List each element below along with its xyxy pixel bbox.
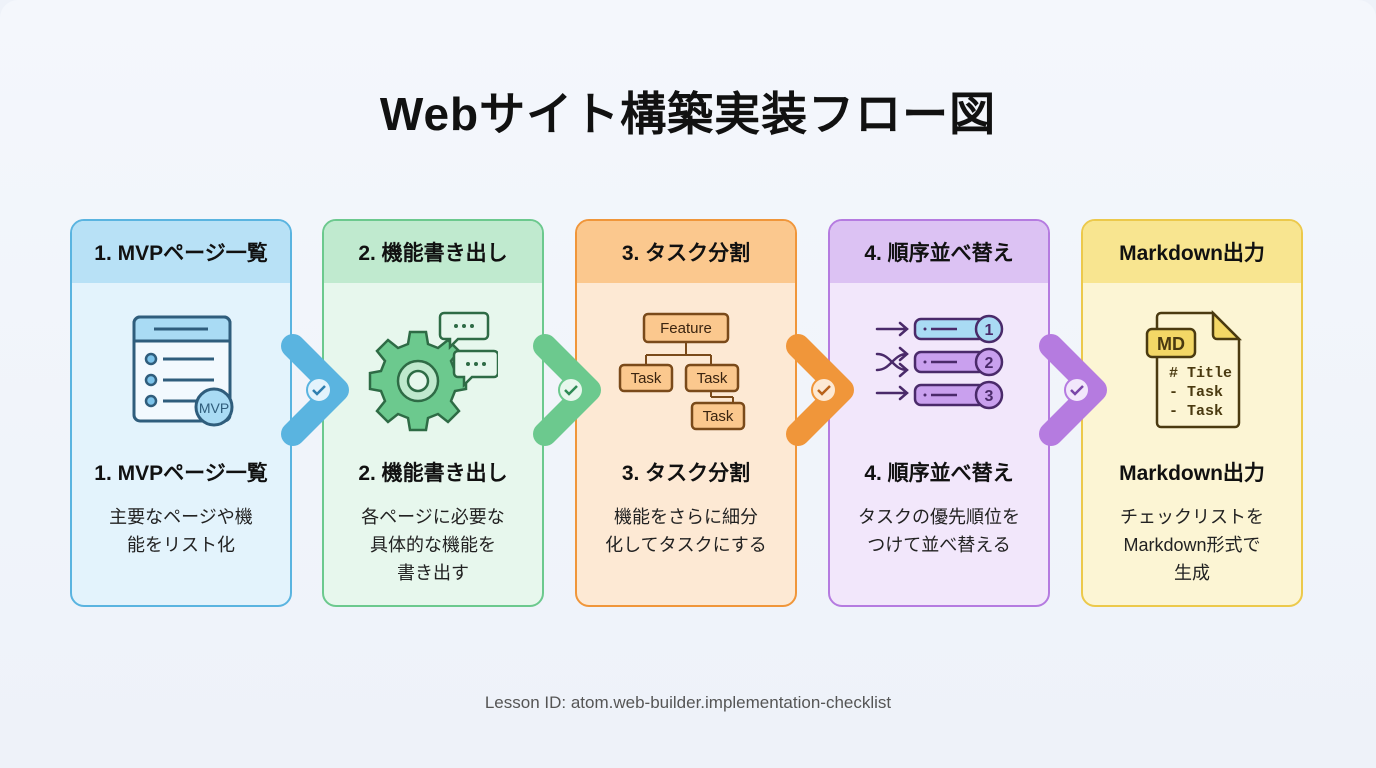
step-description: 主要なページや機 能をリスト化 [86, 503, 276, 559]
step-description: チェックリストを Markdown形式で 生成 [1097, 503, 1287, 587]
step-header: 4. 順序並べ替え [830, 221, 1048, 283]
step-title: Markdown出力 [1119, 462, 1265, 485]
step-title: 4. 順序並べ替え [864, 462, 1014, 485]
doc-line: # Title [1169, 365, 1232, 382]
step-header: 3. タスク分割 [577, 221, 795, 283]
step-description: 機能をさらに細分 化してタスクにする [591, 503, 781, 559]
gear-chat-icon [324, 309, 542, 439]
desc-line: 各ページに必要な [361, 507, 505, 527]
page-title: Webサイト構築実装フロー図 [379, 88, 997, 140]
order-number: 3 [985, 388, 994, 405]
step-header: Markdown出力 [1083, 221, 1301, 283]
step-card-mvp-pages: 1. MVPページ一覧 MVP 1. MVPページ一覧 主要なページや機 能をリ… [70, 219, 292, 607]
doc-line: - Task [1169, 403, 1223, 420]
step-title: 1. MVPページ一覧 [94, 462, 268, 485]
lesson-id: Lesson ID: atom.web-builder.implementati… [484, 693, 892, 712]
desc-line: 書き出す [397, 563, 469, 583]
step-description: 各ページに必要な 具体的な機能を 書き出す [338, 503, 528, 587]
markdown-file-icon: MD # Title - Task - Task [1083, 309, 1301, 439]
mvp-badge: MVP [199, 400, 229, 416]
chevron-check-arrow-icon [786, 334, 854, 446]
chevron-check-arrow-icon [1039, 334, 1107, 446]
step-card-markdown: Markdown出力 MD # Title - Task - Task Mark… [1081, 219, 1303, 607]
doc-line: - Task [1169, 384, 1223, 401]
desc-line: 具体的な機能を [370, 535, 496, 555]
desc-line: チェックリストを [1120, 507, 1264, 527]
tree-task-label: Task [631, 370, 662, 387]
desc-line: Markdown形式で [1123, 535, 1261, 555]
page-list-icon: MVP [72, 309, 290, 439]
desc-line: 生成 [1174, 563, 1210, 583]
desc-line: つけて並べ替える [867, 535, 1011, 555]
step-title: 2. 機能書き出し [358, 462, 508, 485]
step-card-task-split: 3. タスク分割 Feature Task Task [575, 219, 797, 607]
step-header: 1. MVPページ一覧 [72, 221, 290, 283]
tree-task-label: Task [703, 408, 734, 425]
md-badge: MD [1157, 334, 1185, 354]
task-tree-icon: Feature Task Task Task [577, 309, 795, 439]
desc-line: タスクの優先順位を [858, 507, 1020, 527]
step-description: タスクの優先順位を つけて並べ替える [844, 503, 1034, 559]
desc-line: 能をリスト化 [127, 535, 235, 555]
order-number: 1 [985, 322, 994, 339]
desc-line: 主要なページや機 [109, 507, 253, 527]
desc-line: 化してタスクにする [605, 535, 767, 555]
reorder-list-icon: 1 2 3 [830, 309, 1048, 439]
chevron-check-arrow-icon [533, 334, 601, 446]
desc-line: 機能をさらに細分 [614, 507, 758, 527]
chevron-check-arrow-icon [281, 334, 349, 446]
step-card-features: 2. 機能書き出し 2. 機能書き出し 各ページに必要な 具体的な機能を 書き出… [322, 219, 544, 607]
order-number: 2 [985, 355, 994, 372]
tree-task-label: Task [697, 370, 728, 387]
step-title: 3. タスク分割 [621, 462, 751, 485]
step-header: 2. 機能書き出し [324, 221, 542, 283]
tree-root-label: Feature [660, 320, 712, 337]
step-card-reorder: 4. 順序並べ替え [828, 219, 1050, 607]
